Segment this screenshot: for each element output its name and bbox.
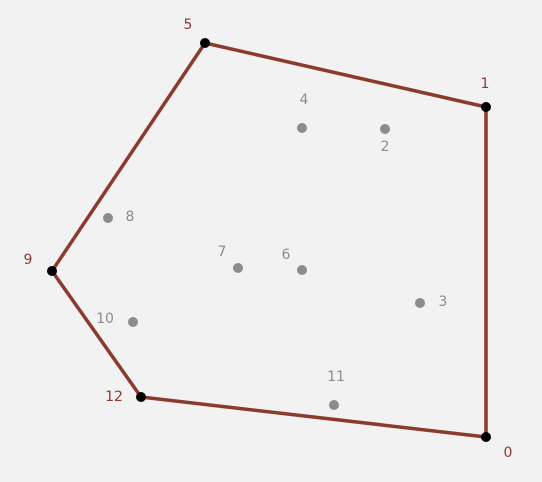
interior-point-label-11: 11 — [327, 369, 345, 385]
hull-point-label-1: 1 — [481, 76, 490, 92]
interior-point-11 — [329, 400, 339, 410]
interior-point-4 — [297, 123, 307, 133]
hull-point-label-0: 0 — [504, 445, 513, 461]
hull-point-label-9: 9 — [24, 252, 33, 268]
interior-point-2 — [380, 124, 390, 134]
interior-point-3 — [415, 298, 425, 308]
interior-point-label-7: 7 — [218, 244, 227, 260]
hull-point-5 — [200, 38, 210, 48]
interior-point-label-10: 10 — [96, 311, 114, 327]
interior-point-label-3: 3 — [439, 294, 448, 310]
hull-point-0 — [481, 432, 491, 442]
interior-points: 2 3 4 6 7 8 10 11 — [96, 92, 447, 410]
hull-point-12 — [136, 392, 146, 402]
convex-hull-polygon — [50, 41, 488, 439]
interior-point-8 — [103, 213, 113, 223]
hull-point-9 — [47, 266, 57, 276]
hull-point-label-12: 12 — [105, 389, 123, 405]
interior-point-7 — [233, 263, 243, 273]
interior-point-10 — [128, 317, 138, 327]
interior-point-label-8: 8 — [126, 209, 135, 225]
hull-point-1 — [481, 102, 491, 112]
interior-point-label-4: 4 — [300, 92, 309, 108]
hull-vertices: 0 1 5 9 12 — [24, 17, 513, 461]
hull-point-label-5: 5 — [184, 17, 193, 33]
interior-point-label-6: 6 — [282, 247, 291, 263]
interior-point-label-2: 2 — [381, 139, 390, 155]
interior-point-6 — [297, 265, 307, 275]
